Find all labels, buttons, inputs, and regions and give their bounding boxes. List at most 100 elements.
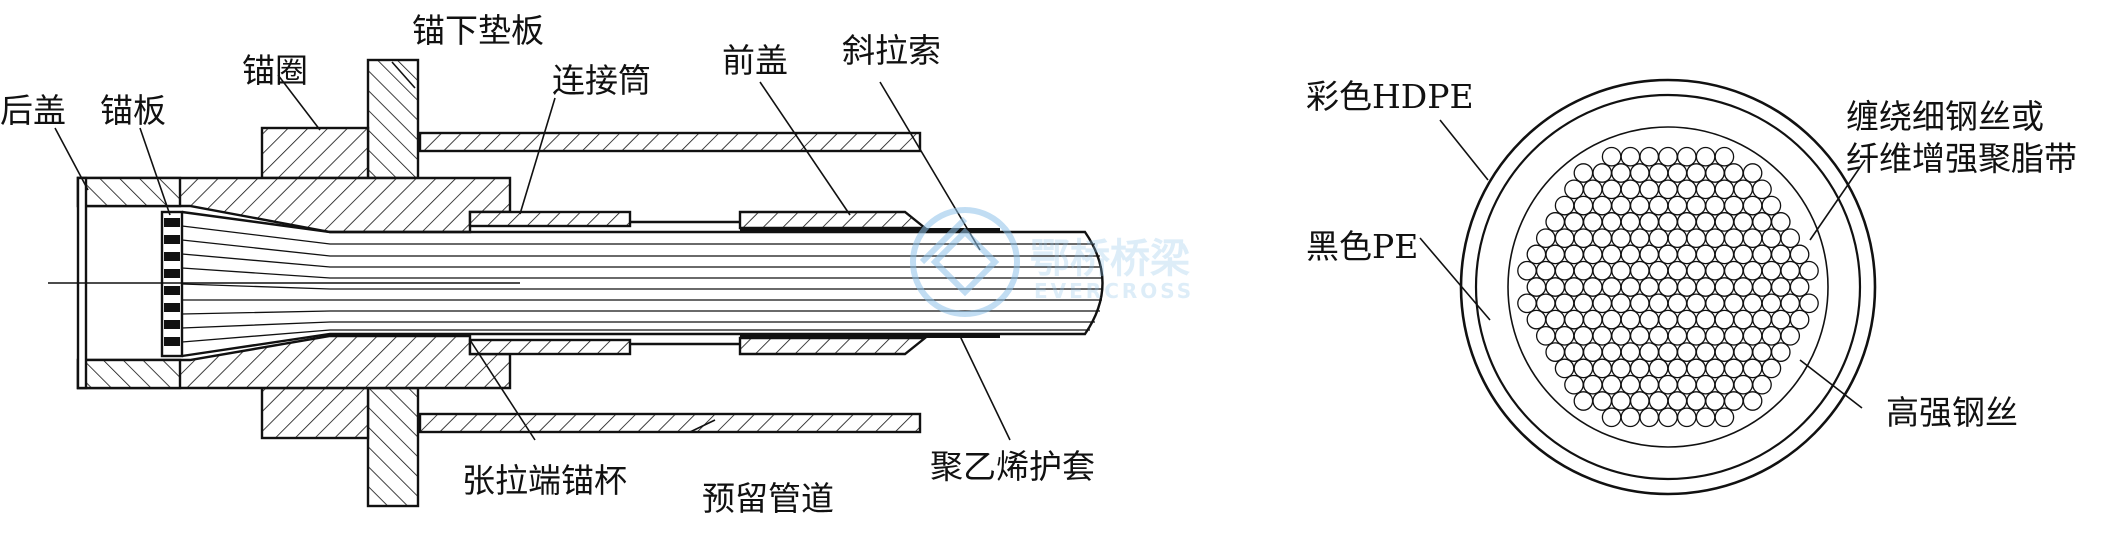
steel-wire — [1592, 228, 1613, 249]
steel-wire — [1611, 228, 1631, 249]
colored-hdpe-layer — [1459, 78, 1877, 496]
steel-wire — [1723, 358, 1744, 379]
steel-wire — [1639, 342, 1660, 362]
watermark-cn: 鄂桥桥梁 — [1030, 236, 1190, 282]
steel-wire — [1714, 309, 1735, 330]
steel-wire — [1535, 325, 1556, 346]
steel-wire — [1695, 179, 1716, 200]
watermark: 鄂桥桥梁 EVERCROSS — [910, 207, 1194, 317]
steel-wire — [1780, 228, 1801, 249]
steel-wire — [1761, 358, 1782, 379]
steel-wire — [1658, 407, 1678, 428]
steel-wire — [1667, 358, 1688, 379]
label-colored-hdpe: 彩色HDPE — [1306, 77, 1474, 116]
steel-wire — [1582, 309, 1603, 330]
steel-wire — [1648, 260, 1669, 281]
steel-wire — [1733, 212, 1754, 232]
wrap-layer — [1507, 126, 1829, 448]
steel-wire — [1742, 325, 1763, 346]
anchor-ring-bottom — [260, 386, 370, 440]
steel-wire — [1742, 358, 1763, 379]
steel-wire — [1770, 342, 1791, 362]
steel-wire — [1582, 277, 1603, 297]
steel-wire — [1723, 195, 1744, 216]
steel-wire — [1526, 309, 1547, 330]
steel-wire — [1629, 163, 1650, 183]
steel-wire — [1611, 358, 1631, 379]
steel-wire — [1723, 293, 1744, 314]
steel-wire — [1714, 277, 1735, 297]
steel-wire — [1573, 163, 1594, 183]
steel-wire — [1733, 277, 1754, 297]
steel-wire — [1564, 277, 1584, 297]
steel-wire — [1676, 342, 1697, 362]
steel-wire — [1592, 163, 1613, 183]
steel-wire — [1733, 309, 1754, 330]
steel-wire — [1582, 342, 1603, 362]
steel-wire — [1752, 179, 1772, 200]
steel-wire — [1535, 293, 1556, 314]
steel-wire — [1639, 146, 1660, 167]
steel-wire — [1686, 228, 1707, 249]
pe-sheath-bottom — [740, 333, 1000, 338]
steel-wire — [1752, 277, 1772, 297]
anchor-bearing-plate-bottom — [366, 386, 420, 508]
steel-wire — [1611, 325, 1631, 346]
connecting-tube-top — [468, 210, 632, 228]
steel-wire — [1686, 391, 1707, 411]
steel-wire — [1601, 374, 1622, 395]
label-high-strength-wire: 高强钢丝 — [1886, 393, 2018, 432]
steel-wire — [1761, 260, 1782, 281]
steel-wire — [1780, 325, 1801, 346]
steel-wire — [1686, 358, 1707, 379]
steel-wire — [1648, 358, 1669, 379]
steel-wire — [1752, 212, 1772, 232]
steel-wire — [1686, 260, 1707, 281]
steel-wire — [1620, 277, 1641, 297]
steel-wire — [1723, 163, 1744, 183]
steel-wire — [1592, 325, 1613, 346]
watermark-en: EVERCROSS — [1034, 279, 1194, 303]
steel-wire — [1564, 374, 1584, 395]
steel-wire — [1676, 407, 1697, 428]
steel-wire — [1554, 293, 1575, 314]
reserved-duct-bottom — [418, 412, 922, 434]
black-pe-layer — [1474, 93, 1862, 481]
steel-wire — [1789, 277, 1810, 297]
steel-wire — [1742, 391, 1763, 411]
steel-wire — [1761, 293, 1782, 314]
steel-wire — [1695, 244, 1716, 265]
steel-wire — [1695, 374, 1716, 395]
steel-wire — [1667, 391, 1688, 411]
steel-wire — [1723, 325, 1744, 346]
steel-wire — [1639, 374, 1660, 395]
rear-cover-bottom — [76, 358, 182, 390]
steel-wire — [1658, 277, 1678, 297]
steel-wire — [1723, 391, 1744, 411]
steel-wire — [1564, 212, 1584, 232]
steel-wire — [1648, 163, 1669, 183]
left-labels: 锚下垫板 锚圈 连接筒 前盖 斜拉索 后盖 锚板 张拉端锚杯 预留管道 聚乙烯护… — [0, 11, 1095, 518]
steel-wire — [1564, 309, 1584, 330]
steel-wire — [1705, 163, 1725, 183]
anchor-plate-wedges — [164, 218, 180, 346]
steel-wire — [1564, 179, 1584, 200]
high-strength-wires — [1517, 146, 1819, 428]
label-front-cover: 前盖 — [722, 41, 788, 80]
steel-wire — [1714, 374, 1735, 395]
steel-wire — [1582, 244, 1603, 265]
steel-wire — [1723, 228, 1744, 249]
steel-wire — [1761, 228, 1782, 249]
steel-wire — [1573, 293, 1594, 314]
steel-wire — [1658, 179, 1678, 200]
steel-wire — [1629, 358, 1650, 379]
steel-wire — [1629, 228, 1650, 249]
steel-wire — [1742, 228, 1763, 249]
label-reserved-duct: 预留管道 — [702, 479, 834, 518]
steel-wire — [1733, 179, 1754, 200]
steel-wire — [1601, 277, 1622, 297]
steel-wire — [1789, 309, 1810, 330]
steel-wire — [1714, 244, 1735, 265]
steel-wire — [1789, 244, 1810, 265]
